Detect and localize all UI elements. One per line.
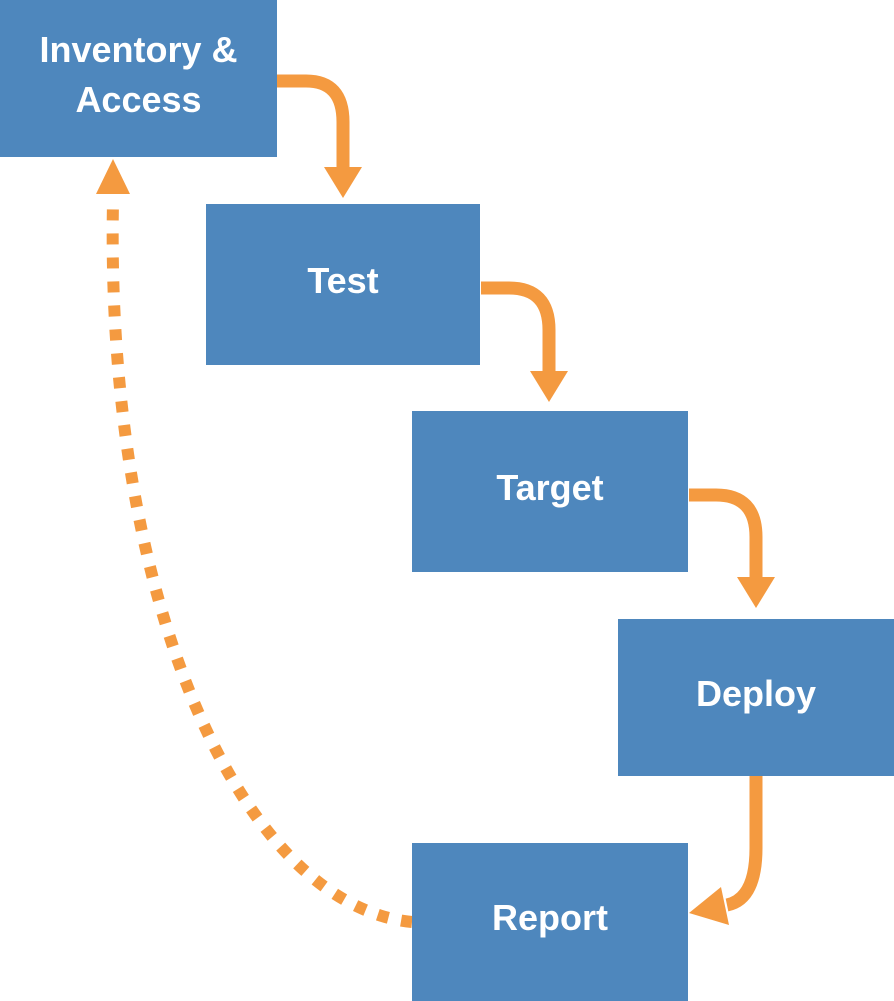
edge-test-to-target-arrowhead-icon [530,371,568,402]
edge-test-to-target-line [481,281,556,373]
node-deploy: Deploy [618,619,894,776]
edge-inventory-to-test-line [277,74,350,169]
node-target: Target [412,411,688,572]
node-test: Test [206,204,480,365]
edge-deploy-to-report-arrow [689,776,763,925]
edge-test-to-target-arrow [481,281,568,402]
edge-inventory-to-test-arrowhead-icon [324,167,362,198]
edge-report-to-inventory-line [106,201,413,928]
node-target-label: Target [496,466,604,508]
edge-target-to-deploy-arrow [689,488,775,608]
edge-report-to-inventory-dashed-arrow [96,159,413,928]
node-report: Report [412,843,688,1001]
node-test-label: Test [307,259,379,301]
edge-deploy-to-report-line [725,776,763,912]
edge-target-to-deploy-line [689,488,763,579]
node-deploy-label: Deploy [695,672,817,714]
edge-report-to-inventory-arrowhead-icon [96,159,130,194]
node-inventory-access: Inventory & Access [0,0,277,157]
edge-inventory-to-test-arrow [277,74,362,198]
node-inventory-access-label: Inventory & Access [39,28,238,120]
edge-deploy-to-report-arrowhead-icon [689,887,729,925]
edge-target-to-deploy-arrowhead-icon [737,577,775,608]
node-report-label: Report [492,897,608,938]
